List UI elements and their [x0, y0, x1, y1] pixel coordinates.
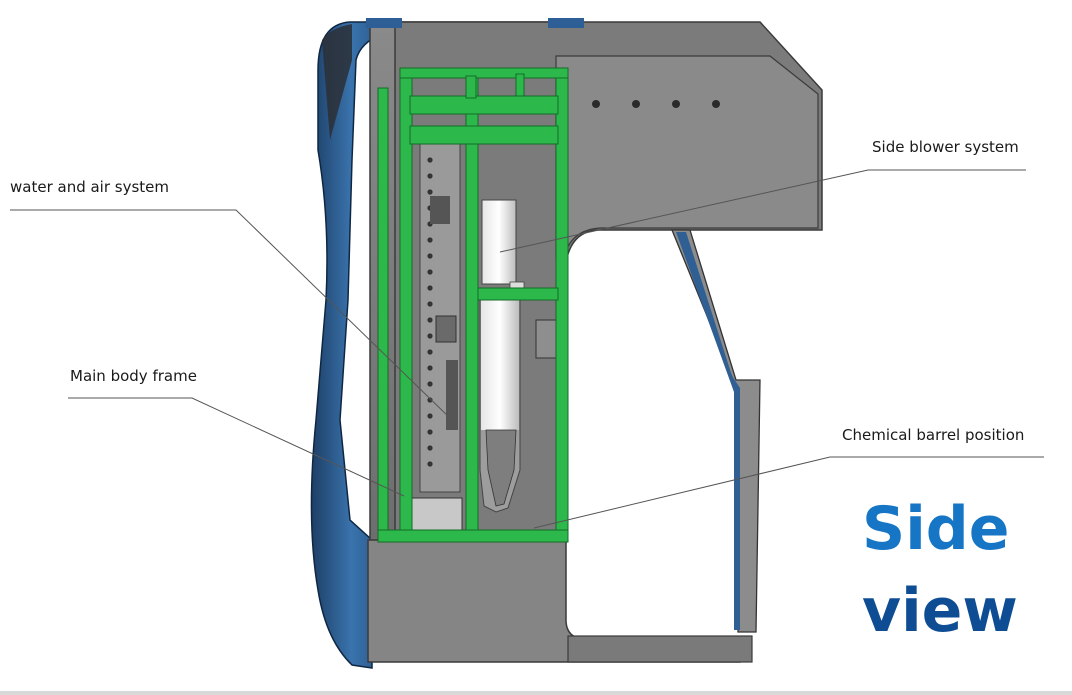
front-shell — [310, 21, 401, 669]
leader-water-air — [10, 209, 453, 421]
bottom-divider — [0, 691, 1072, 695]
perforated-column — [411, 139, 463, 533]
chemical-barrel — [479, 299, 557, 513]
main-body-frame — [377, 67, 569, 543]
leader-chemical-barrel — [533, 456, 1044, 529]
leader-main-frame — [68, 397, 405, 497]
leader-side-blower — [499, 169, 1026, 253]
label-main-body-frame: Main body frame — [70, 367, 197, 385]
blower-unit — [481, 199, 525, 291]
title-line-1: Side — [862, 494, 1010, 564]
side-view-title: Side view — [862, 488, 1018, 652]
label-side-blower-system: Side blower system — [872, 138, 1019, 156]
label-water-and-air-system: water and air system — [10, 178, 170, 196]
label-chemical-barrel-position: Chemical barrel position — [842, 426, 1025, 444]
title-line-2: view — [862, 576, 1018, 646]
rear-handle — [671, 229, 761, 633]
leader-lines — [10, 169, 1044, 529]
